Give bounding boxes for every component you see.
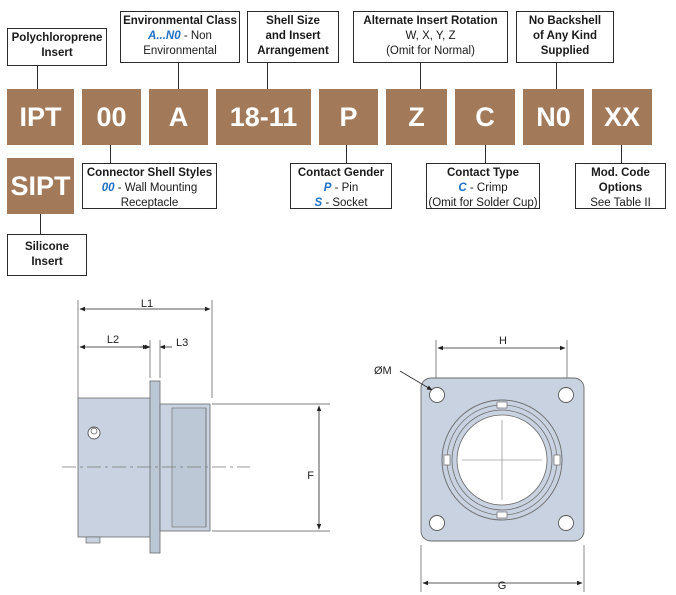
no-backshell-box: No Backshell of Any Kind Supplied [516, 11, 614, 63]
code-shell-size: 18-11 [216, 89, 311, 145]
key-tab [496, 401, 508, 409]
dim-h-label: H [499, 335, 507, 347]
box-line: (Omit for Normal) [386, 45, 475, 57]
code-insert-rotation: Z [386, 89, 447, 145]
box-title: Alternate Insert Rotation [363, 15, 498, 27]
leader-line [267, 63, 268, 89]
box-line: Insert [31, 256, 63, 268]
gender-desc-socket: - Socket [322, 197, 368, 209]
leader-line [621, 145, 622, 163]
key-tab [443, 454, 451, 466]
key-tab [553, 454, 561, 466]
leader-line [178, 63, 179, 89]
env-desc: - Non [180, 30, 212, 42]
mounting-hole [429, 387, 445, 403]
box-line: Receptacle [120, 197, 179, 209]
mounting-hole [558, 515, 574, 531]
dim-l3-label: L3 [176, 337, 188, 349]
box-line: and Insert [265, 30, 321, 42]
leader-line [110, 145, 111, 163]
shell-style-desc: - Wall Mounting [114, 182, 198, 194]
box-line: Environmental [143, 45, 217, 57]
leader-line [556, 63, 557, 89]
env-code: A...N0 [148, 30, 181, 42]
box-title: Connector Shell Styles [86, 167, 213, 179]
box-title: Polychloroprene [11, 32, 103, 44]
box-title: Environmental Class [123, 15, 237, 27]
contact-type-desc: - Crimp [466, 182, 508, 194]
gender-desc-pin: - Pin [331, 182, 359, 194]
code-ipt: IPT [7, 89, 74, 145]
leader-line [346, 145, 347, 163]
gender-code-socket: S [314, 197, 323, 209]
code-env-class: A [149, 89, 208, 145]
dim-l2-label: L2 [107, 334, 119, 346]
foot-tab [85, 536, 101, 544]
environmental-class-box: Environmental Class A...N0 - Non Environ… [120, 11, 240, 63]
dim-m-label: ØM [374, 365, 392, 377]
contact-type-code: C [458, 182, 467, 194]
contact-gender-box: Contact Gender P - Pin S - Socket [290, 163, 392, 209]
leader-line [40, 214, 41, 234]
box-title: Silicone [24, 241, 70, 253]
alternate-insert-rotation-box: Alternate Insert Rotation W, X, Y, Z (Om… [353, 11, 508, 63]
dim-f-label: F [307, 470, 314, 482]
box-title: Contact Type [447, 167, 519, 179]
mounting-hole [429, 515, 445, 531]
leader-line [420, 63, 421, 89]
box-title: No Backshell [528, 15, 602, 27]
code-mod: XX [592, 89, 652, 145]
dim-l1-label: L1 [141, 298, 153, 310]
coupling-thread [171, 407, 207, 528]
shell-size-box: Shell Size and Insert Arrangement [247, 11, 339, 63]
box-line: of Any Kind [532, 30, 598, 42]
code-shell-style: 00 [82, 89, 141, 145]
dim-m-leader [399, 370, 433, 391]
box-line: Options [598, 182, 643, 194]
box-title: Shell Size [266, 15, 320, 27]
code-sipt: SIPT [7, 158, 74, 214]
box-line: Insert [41, 47, 73, 59]
box-line: W, X, Y, Z [405, 30, 456, 42]
connector-shell-styles-box: Connector Shell Styles 00 - Wall Mountin… [82, 163, 217, 209]
contact-type-box: Contact Type C - Crimp (Omit for Solder … [426, 163, 540, 209]
mounting-hole [558, 387, 574, 403]
gender-code-pin: P [323, 182, 332, 194]
box-title: Mod. Code [591, 167, 650, 179]
dim-g-label: G [498, 580, 507, 592]
leader-line [485, 145, 486, 163]
code-contact-type: C [455, 89, 515, 145]
key-tab [496, 511, 508, 519]
code-backshell: N0 [523, 89, 584, 145]
box-line: Supplied [540, 45, 590, 57]
connector-body [77, 397, 153, 538]
shell-style-code: 00 [101, 182, 115, 194]
leader-line [37, 66, 38, 89]
mod-code-options-box: Mod. Code Options See Table II [575, 163, 666, 209]
box-line: (Omit for Solder Cup) [428, 197, 538, 209]
box-title: Contact Gender [297, 167, 385, 179]
silicone-insert-box: Silicone Insert [7, 234, 87, 276]
polychloroprene-insert-box: Polychloroprene Insert [7, 28, 107, 66]
box-line: See Table II [590, 197, 651, 209]
box-line: Arrangement [257, 45, 329, 57]
code-contact-gender: P [319, 89, 378, 145]
